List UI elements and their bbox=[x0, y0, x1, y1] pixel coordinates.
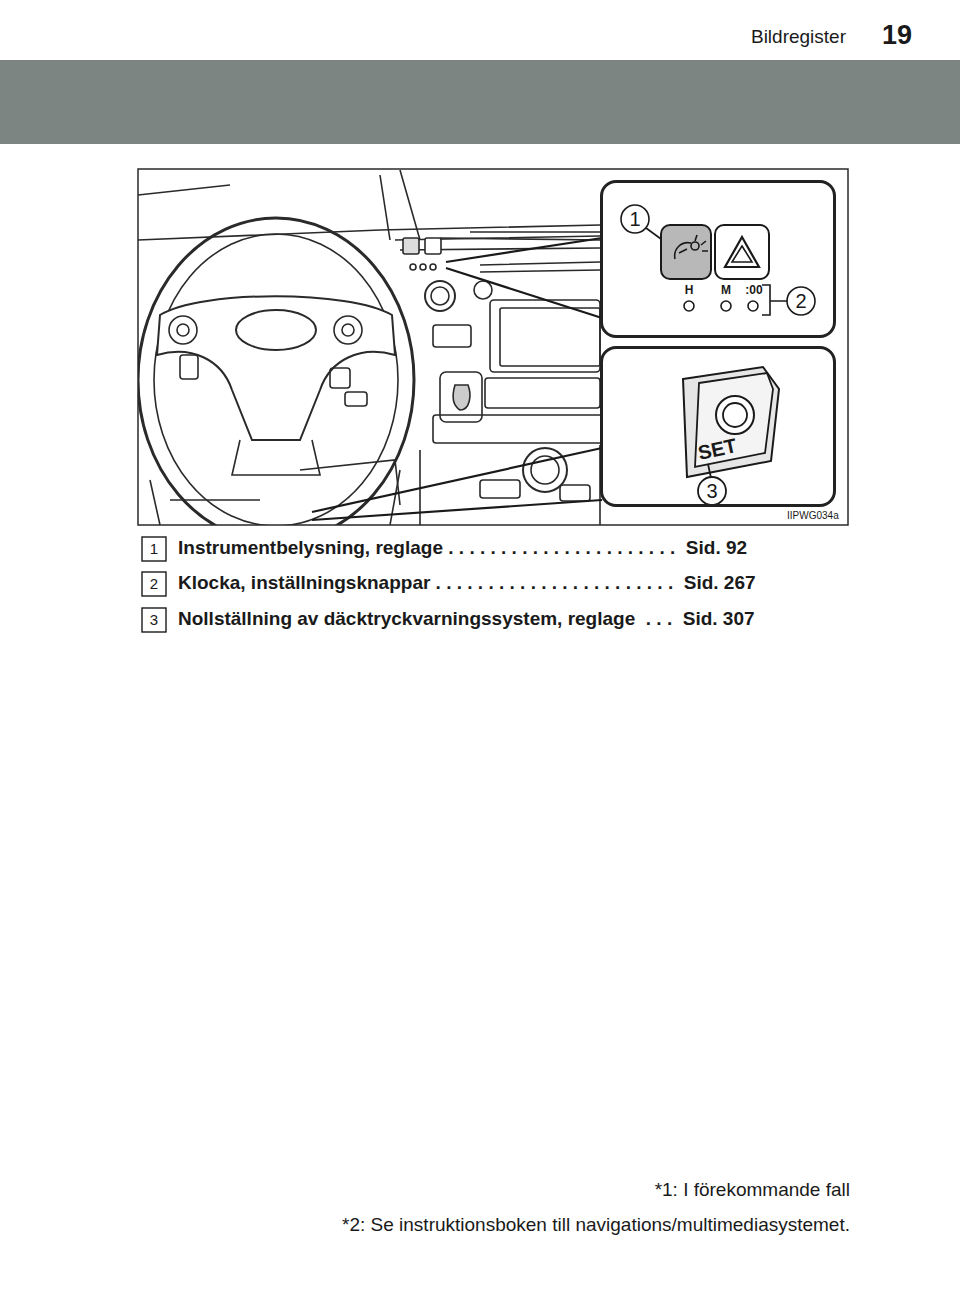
callout-number: 1 bbox=[629, 208, 640, 231]
callout-number: 2 bbox=[795, 290, 806, 313]
figure-code: IIPWG034a bbox=[787, 510, 839, 522]
index-entry: Nollställning av däcktryckvarningssystem… bbox=[178, 608, 755, 630]
inset-panel: SET3 bbox=[600, 346, 836, 507]
index-entry: Instrumentbelysning, reglage . . . . . .… bbox=[178, 537, 747, 559]
callout-number: 3 bbox=[706, 480, 717, 503]
button-label: M bbox=[721, 284, 731, 298]
inset-drawing bbox=[603, 349, 833, 504]
inset-drawing bbox=[603, 183, 833, 335]
index-entry: Klocka, inställningsknappar . . . . . . … bbox=[178, 572, 756, 594]
button-label: :00 bbox=[745, 284, 762, 298]
callout-number: 3 bbox=[150, 611, 158, 628]
button-label: H bbox=[685, 284, 694, 298]
running-header: Bildregister bbox=[751, 26, 846, 48]
inset-panel: 1H M :00 2 bbox=[600, 180, 836, 338]
callout-number: 2 bbox=[150, 575, 158, 592]
callout-number: 1 bbox=[150, 540, 158, 557]
footnote: *2: Se instruktionsboken till navigation… bbox=[342, 1214, 850, 1236]
footnote: *1: I förekommande fall bbox=[655, 1179, 850, 1201]
page-number: 19 bbox=[882, 20, 912, 51]
